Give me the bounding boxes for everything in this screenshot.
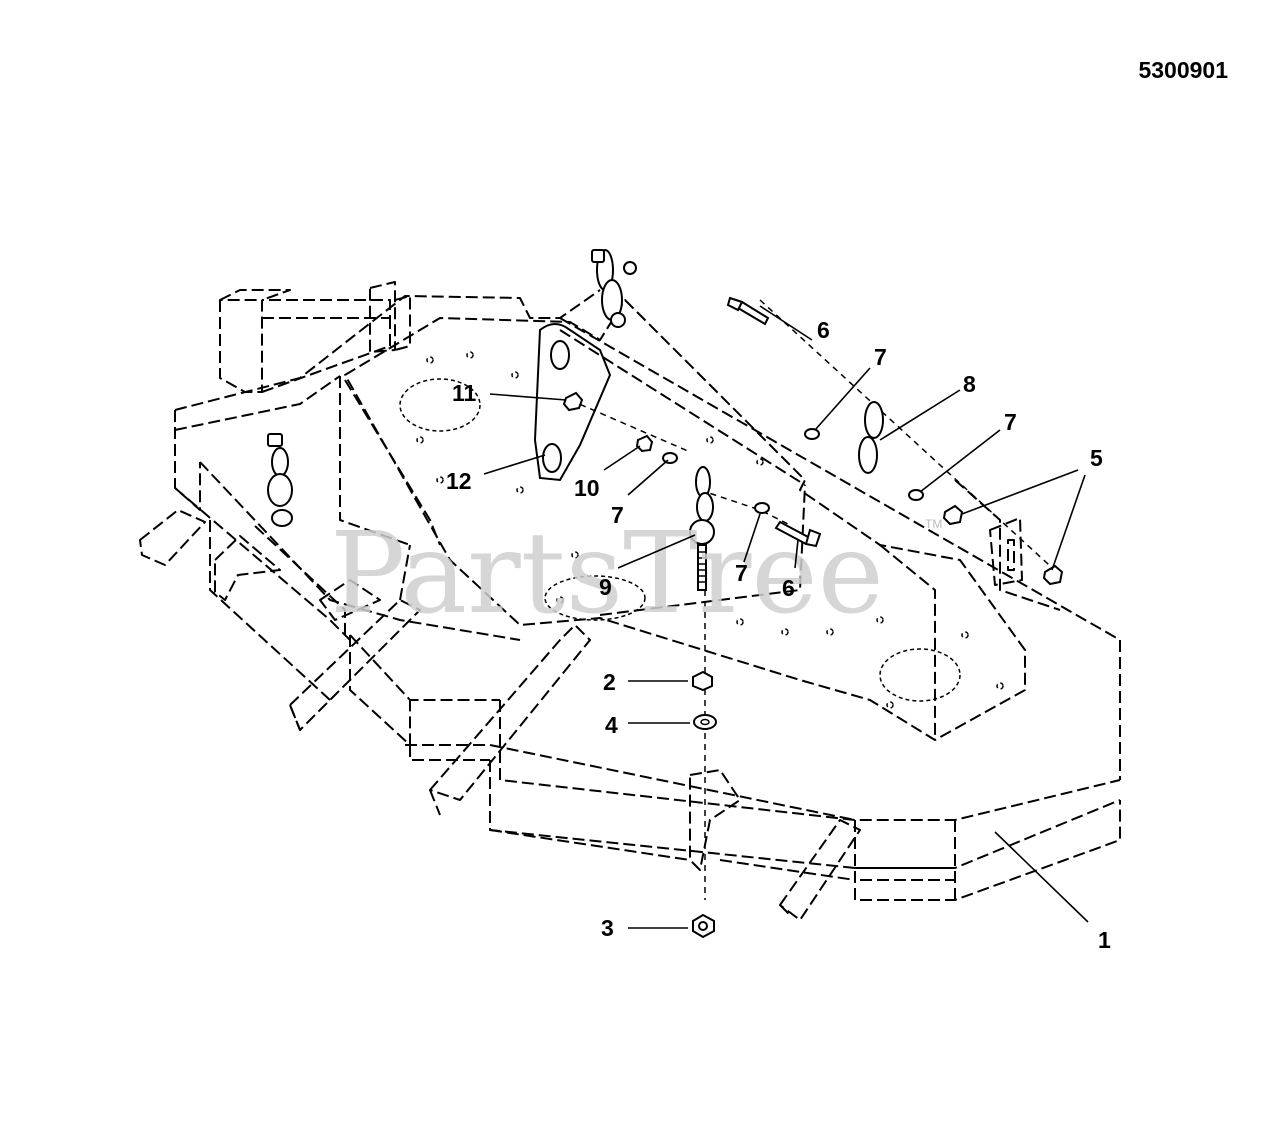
callout-7-lower: 7 [735, 560, 748, 586]
callout-7-top: 7 [874, 344, 887, 370]
watermark-text: PartsTree [330, 509, 884, 639]
callout-10: 10 [574, 475, 600, 501]
callout-2: 2 [603, 669, 616, 695]
callouts: 1 2 3 4 5 6 6 7 7 7 7 8 9 10 11 12 [446, 317, 1111, 953]
callout-12: 12 [446, 468, 472, 494]
deck-top-plate [344, 299, 1026, 741]
callout-5: 5 [1090, 445, 1103, 471]
callout-7-left: 7 [611, 502, 624, 528]
callout-6-lower: 6 [782, 575, 795, 601]
left-chain-assembly [267, 433, 293, 527]
callout-6-top: 6 [817, 317, 830, 343]
callout-1: 1 [1098, 927, 1111, 953]
hardware-explosion [562, 296, 1064, 939]
callout-11: 11 [452, 380, 477, 406]
callout-7-right: 7 [1004, 409, 1017, 435]
callout-4: 4 [605, 712, 618, 738]
top-chain-assembly [591, 249, 637, 328]
callout-9: 9 [599, 574, 612, 600]
callout-3: 3 [601, 915, 614, 941]
drawing-number: 5300901 [1138, 57, 1228, 83]
mower-deck-outline [139, 281, 1121, 921]
chain-bracket [533, 323, 612, 482]
callout-8: 8 [963, 371, 976, 397]
leader-lines [483, 305, 1089, 929]
watermark-trademark: TM [925, 517, 942, 531]
watermark: PartsTree TM [330, 509, 942, 639]
